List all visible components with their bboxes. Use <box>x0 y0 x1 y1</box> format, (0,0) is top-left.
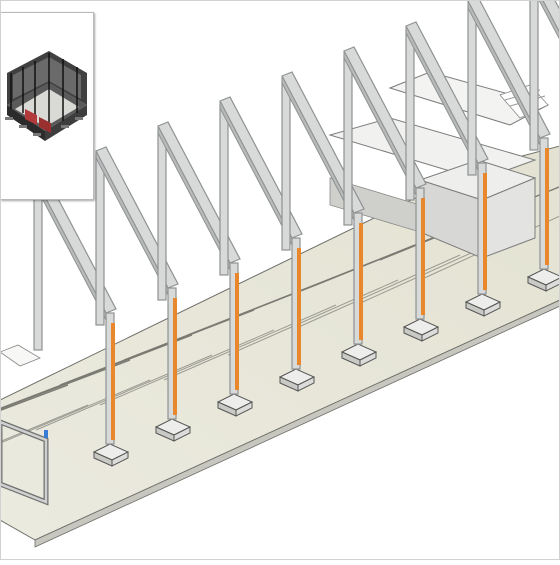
floor-joist <box>35 354 213 431</box>
building-preview-icon <box>5 51 87 141</box>
roof-beam <box>281 75 355 221</box>
footing <box>173 426 191 442</box>
roof-beam <box>95 150 169 296</box>
footing <box>235 401 253 417</box>
footing <box>297 376 315 392</box>
footing <box>111 451 129 467</box>
back-column <box>529 0 539 151</box>
door-frame <box>0 419 49 506</box>
portal-frame <box>529 0 560 151</box>
floor-joists <box>0 185 560 444</box>
footing <box>359 351 377 367</box>
floor-joist <box>99 329 275 406</box>
preview-thumbnail[interactable] <box>0 12 94 200</box>
back-column <box>219 104 229 276</box>
entry-platform <box>0 344 41 367</box>
roof-beam <box>538 0 560 42</box>
front-column-orange-face <box>235 273 239 390</box>
front-column-orange-face <box>111 323 115 440</box>
roof-beam <box>157 125 231 271</box>
portal-frames <box>33 0 560 467</box>
back-column <box>343 54 353 226</box>
back-column <box>281 79 291 251</box>
footing <box>483 301 501 317</box>
floor-joist <box>227 279 399 356</box>
front-column-orange-face <box>421 198 425 315</box>
front-column-orange-face <box>545 148 549 265</box>
back-column <box>405 29 415 201</box>
front-column-orange-face <box>173 298 177 415</box>
footing <box>545 277 560 292</box>
back-column <box>157 129 167 301</box>
floor-joist <box>0 404 89 443</box>
back-column <box>95 154 105 326</box>
floor-joist <box>0 384 69 412</box>
footing <box>421 326 439 342</box>
back-column <box>467 4 477 176</box>
back-column <box>33 179 43 351</box>
front-column-orange-face <box>483 173 487 290</box>
front-column-orange-face <box>297 248 301 365</box>
roof-beam <box>219 100 293 246</box>
floor-joist <box>163 304 337 381</box>
floor-joist <box>291 254 461 331</box>
portal-frame <box>343 46 440 342</box>
front-column-orange-face <box>359 223 363 340</box>
floor-joist <box>0 359 131 410</box>
